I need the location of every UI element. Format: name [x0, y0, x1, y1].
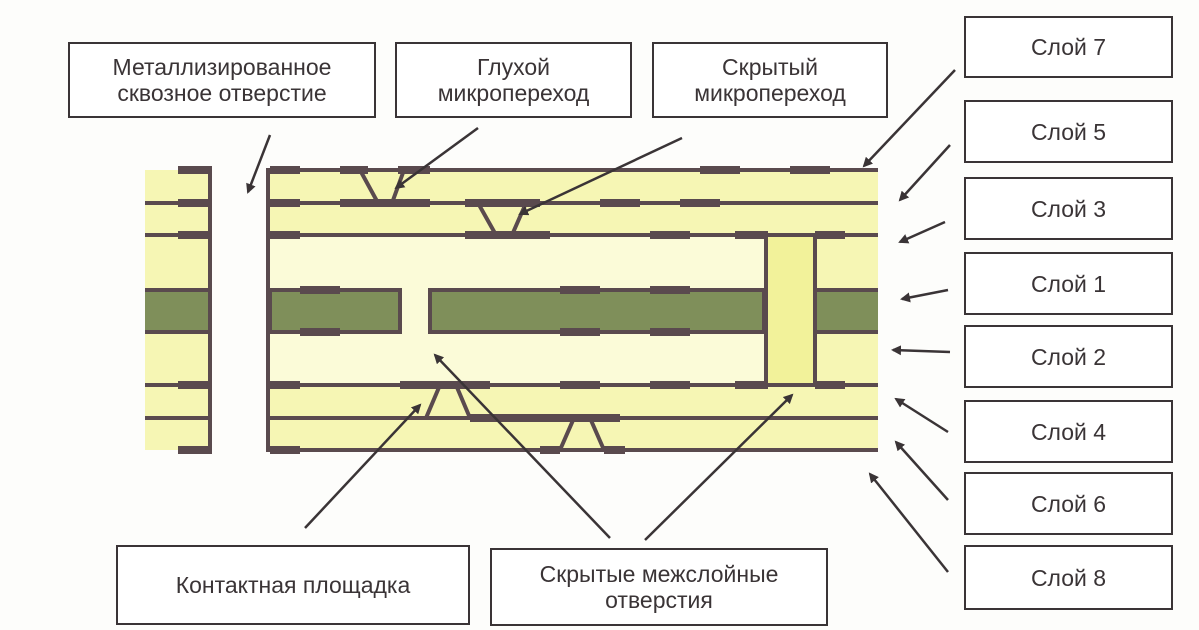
- left-board-section: [145, 166, 212, 454]
- layer-label-4: Слой 4: [964, 400, 1173, 463]
- label-blind-microvia: Глухой микропереход: [395, 42, 632, 118]
- layer-label-3: Слой 3: [964, 177, 1173, 240]
- copper-pads: [270, 166, 845, 454]
- layer-label-2: Слой 2: [964, 325, 1173, 388]
- layer-label-7: Слой 7: [964, 16, 1173, 78]
- layer-label-6: Слой 6: [964, 472, 1173, 535]
- layer-label-8: Слой 8: [964, 545, 1173, 610]
- layer-label-1: Слой 1: [964, 252, 1173, 315]
- label-buried-microvia: Скрытый микропереход: [652, 42, 888, 118]
- label-through-hole: Металлизированное сквозное отверстие: [68, 42, 376, 118]
- layer-label-5: Слой 5: [964, 100, 1173, 163]
- main-board-section: [266, 166, 878, 454]
- pointer-arrows: [246, 69, 956, 573]
- label-contact-pad: Контактная площадка: [116, 545, 470, 625]
- label-buried-vias: Скрытые межслойные отверстия: [490, 548, 828, 626]
